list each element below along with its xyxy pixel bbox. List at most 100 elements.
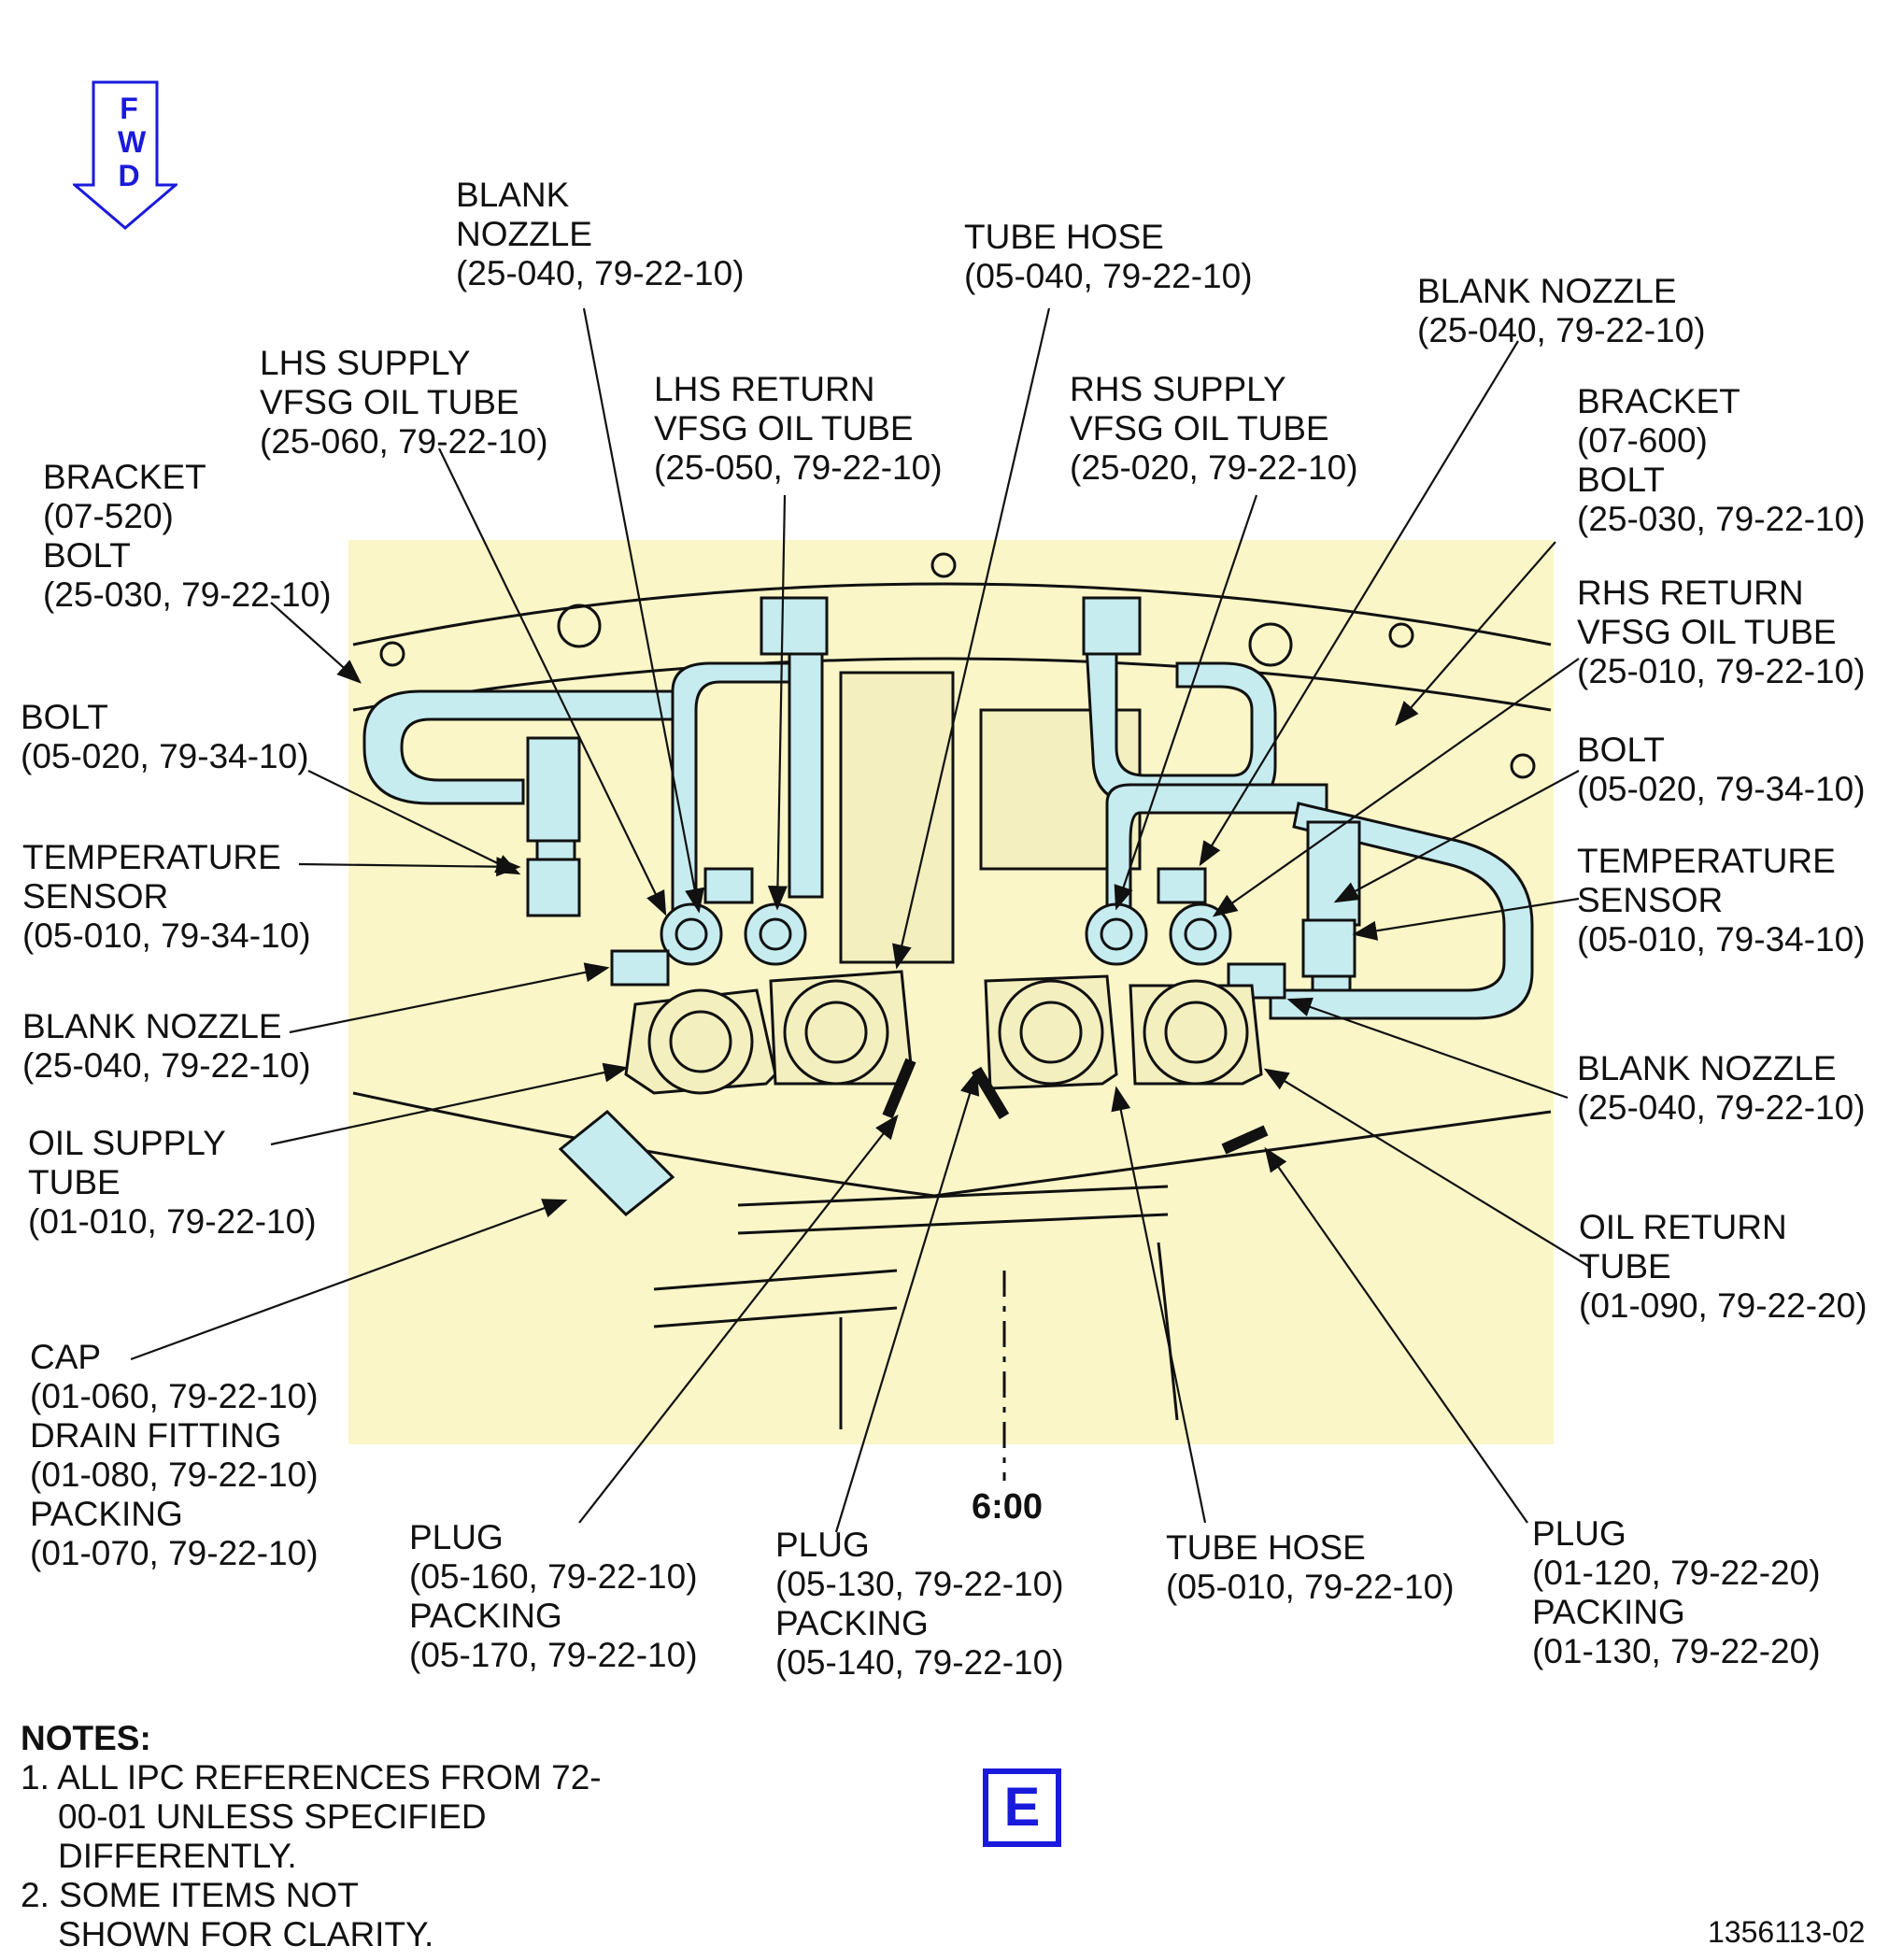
callout-line: PACKING [775,1604,929,1642]
callout-line: VFSG OIL TUBE [654,409,914,447]
callout-plug-01-120: PLUG (01-120, 79-22-20) PACKING (01-130,… [1532,1514,1821,1671]
callout-line: (01-120, 79-22-20) [1532,1554,1821,1592]
callout-line: BRACKET [43,458,206,496]
callout-temperature-sensor-right: TEMPERATURE SENSOR (05-010, 79-34-10) [1577,842,1866,959]
fwd-letter-f: F [120,92,138,125]
callout-line: LHS SUPPLY [260,344,471,382]
callout-line: BOLT [21,698,108,736]
callout-line: VFSG OIL TUBE [260,383,519,421]
callout-line: (05-010, 79-34-10) [1577,920,1866,959]
callout-oil-return-tube: OIL RETURN TUBE (01-090, 79-22-20) [1579,1208,1868,1326]
callout-cap-drain-packing: CAP (01-060, 79-22-10) DRAIN FITTING (01… [30,1338,319,1573]
callout-line: BOLT [43,536,131,575]
callout-line: NOZZLE [456,215,592,253]
callout-rhs-return: RHS RETURN VFSG OIL TUBE (25-010, 79-22-… [1577,574,1866,691]
callout-line: VFSG OIL TUBE [1577,613,1837,651]
callout-line: PLUG [409,1518,504,1556]
forward-indicator-label: F W D [118,92,146,192]
callout-rhs-supply: RHS SUPPLY VFSG OIL TUBE (25-020, 79-22-… [1070,370,1358,488]
callout-line: (25-050, 79-22-10) [654,448,943,487]
callout-line: (25-040, 79-22-10) [1417,311,1706,349]
callout-line: BLANK [456,176,570,214]
callout-line: TEMPERATURE [22,838,281,876]
callout-plug-05-160: PLUG (05-160, 79-22-10) PACKING (05-170,… [409,1518,698,1675]
callout-line: (05-170, 79-22-10) [409,1636,698,1674]
callout-blank-nozzle-left: BLANK NOZZLE (25-040, 79-22-10) [22,1007,311,1086]
callout-line: DRAIN FITTING [30,1416,282,1455]
callout-line: VFSG OIL TUBE [1070,409,1329,447]
callout-line: BLANK NOZZLE [22,1007,282,1045]
callout-line: (01-080, 79-22-10) [30,1456,319,1494]
callout-line: (07-520) [43,497,174,535]
clock-position-label: 6:00 [972,1487,1044,1527]
callout-line: RHS SUPPLY [1070,370,1286,408]
callout-line: (25-040, 79-22-10) [1577,1088,1866,1127]
fwd-letter-d: D [118,159,140,192]
callout-line: PACKING [1532,1593,1685,1631]
callout-line: OIL SUPPLY [28,1124,226,1162]
callout-line: (25-040, 79-22-10) [456,254,745,292]
callout-line: BOLT [1577,461,1665,499]
callout-line: CAP [30,1338,102,1376]
callout-line: (07-600) [1577,421,1708,460]
callout-line: (01-070, 79-22-10) [30,1534,319,1572]
callout-bolt-left: BOLT (05-020, 79-34-10) [21,698,309,776]
callout-line: RHS RETURN [1577,574,1804,612]
callout-blank-nozzle-right: BLANK NOZZLE (25-040, 79-22-10) [1577,1049,1866,1128]
callout-line: (25-010, 79-22-10) [1577,652,1866,690]
callout-blank-nozzle-top-left: BLANK NOZZLE (25-040, 79-22-10) [456,176,745,293]
callout-line: (05-160, 79-22-10) [409,1557,698,1596]
callout-line: BLANK NOZZLE [1417,272,1677,310]
view-letter-box: E [983,1768,1061,1847]
callout-line: PACKING [30,1495,183,1533]
callout-line: SENSOR [1577,881,1724,919]
callout-line: (05-130, 79-22-10) [775,1565,1064,1603]
callout-line: TUBE [28,1163,121,1201]
note-item: 2. SOME ITEMS NOT SHOWN FOR CLARITY. [21,1876,434,1953]
notes-block: NOTES: 1. ALL IPC REFERENCES FROM 72-00-… [21,1719,609,1954]
callout-line: (05-020, 79-34-10) [21,737,309,775]
callout-line: TUBE HOSE [1166,1528,1366,1567]
callout-line: TEMPERATURE [1577,842,1836,880]
callout-line: PLUG [1532,1514,1626,1553]
callout-lhs-return: LHS RETURN VFSG OIL TUBE (25-050, 79-22-… [654,370,943,488]
callout-line: BOLT [1577,731,1665,769]
callout-line: (01-010, 79-22-10) [28,1202,317,1241]
callout-line: (01-130, 79-22-20) [1532,1632,1821,1670]
figure-number: 1356113-02 [1708,1915,1866,1949]
callout-line: SENSOR [22,877,169,916]
forward-arrow-icon [73,80,178,230]
callout-tube-hose-top: TUBE HOSE (05-040, 79-22-10) [964,218,1253,296]
callout-bolt-right: BOLT (05-020, 79-34-10) [1577,731,1866,809]
callout-line: (01-060, 79-22-10) [30,1377,319,1415]
callout-line: (25-060, 79-22-10) [260,422,548,461]
callout-line: (05-010, 79-34-10) [22,916,311,955]
callout-line: (05-010, 79-22-10) [1166,1568,1455,1606]
callout-line: (25-020, 79-22-10) [1070,448,1358,487]
callout-line: TUBE HOSE [964,218,1164,256]
callout-line: BRACKET [1577,382,1740,420]
callout-line: (05-020, 79-34-10) [1577,770,1866,808]
callout-line: (25-030, 79-22-10) [43,575,332,614]
callout-line: (25-030, 79-22-10) [1577,500,1866,538]
callout-line: BLANK NOZZLE [1577,1049,1837,1087]
callout-line: (05-040, 79-22-10) [964,257,1253,295]
callout-line: TUBE [1579,1247,1671,1285]
callout-line: (05-140, 79-22-10) [775,1643,1064,1682]
callout-temperature-sensor-left: TEMPERATURE SENSOR (05-010, 79-34-10) [22,838,311,956]
callout-line: (25-040, 79-22-10) [22,1046,311,1085]
note-item: 1. ALL IPC REFERENCES FROM 72-00-01 UNLE… [21,1758,602,1875]
callout-line: OIL RETURN [1579,1208,1787,1246]
callout-oil-supply-tube: OIL SUPPLY TUBE (01-010, 79-22-10) [28,1124,317,1242]
callout-tube-hose-bottom: TUBE HOSE (05-010, 79-22-10) [1166,1528,1455,1607]
callout-plug-05-130: PLUG (05-130, 79-22-10) PACKING (05-140,… [775,1526,1064,1683]
callout-lhs-supply: LHS SUPPLY VFSG OIL TUBE (25-060, 79-22-… [260,344,548,462]
callout-blank-nozzle-top-right: BLANK NOZZLE (25-040, 79-22-10) [1417,272,1706,350]
callout-line: PACKING [409,1597,562,1635]
callout-line: LHS RETURN [654,370,875,408]
callout-line: (01-090, 79-22-20) [1579,1286,1868,1325]
notes-title: NOTES: [21,1719,151,1757]
callout-bracket-bolt-right: BRACKET (07-600) BOLT (25-030, 79-22-10) [1577,382,1866,539]
callout-bracket-bolt-left: BRACKET (07-520) BOLT (25-030, 79-22-10) [43,458,332,615]
